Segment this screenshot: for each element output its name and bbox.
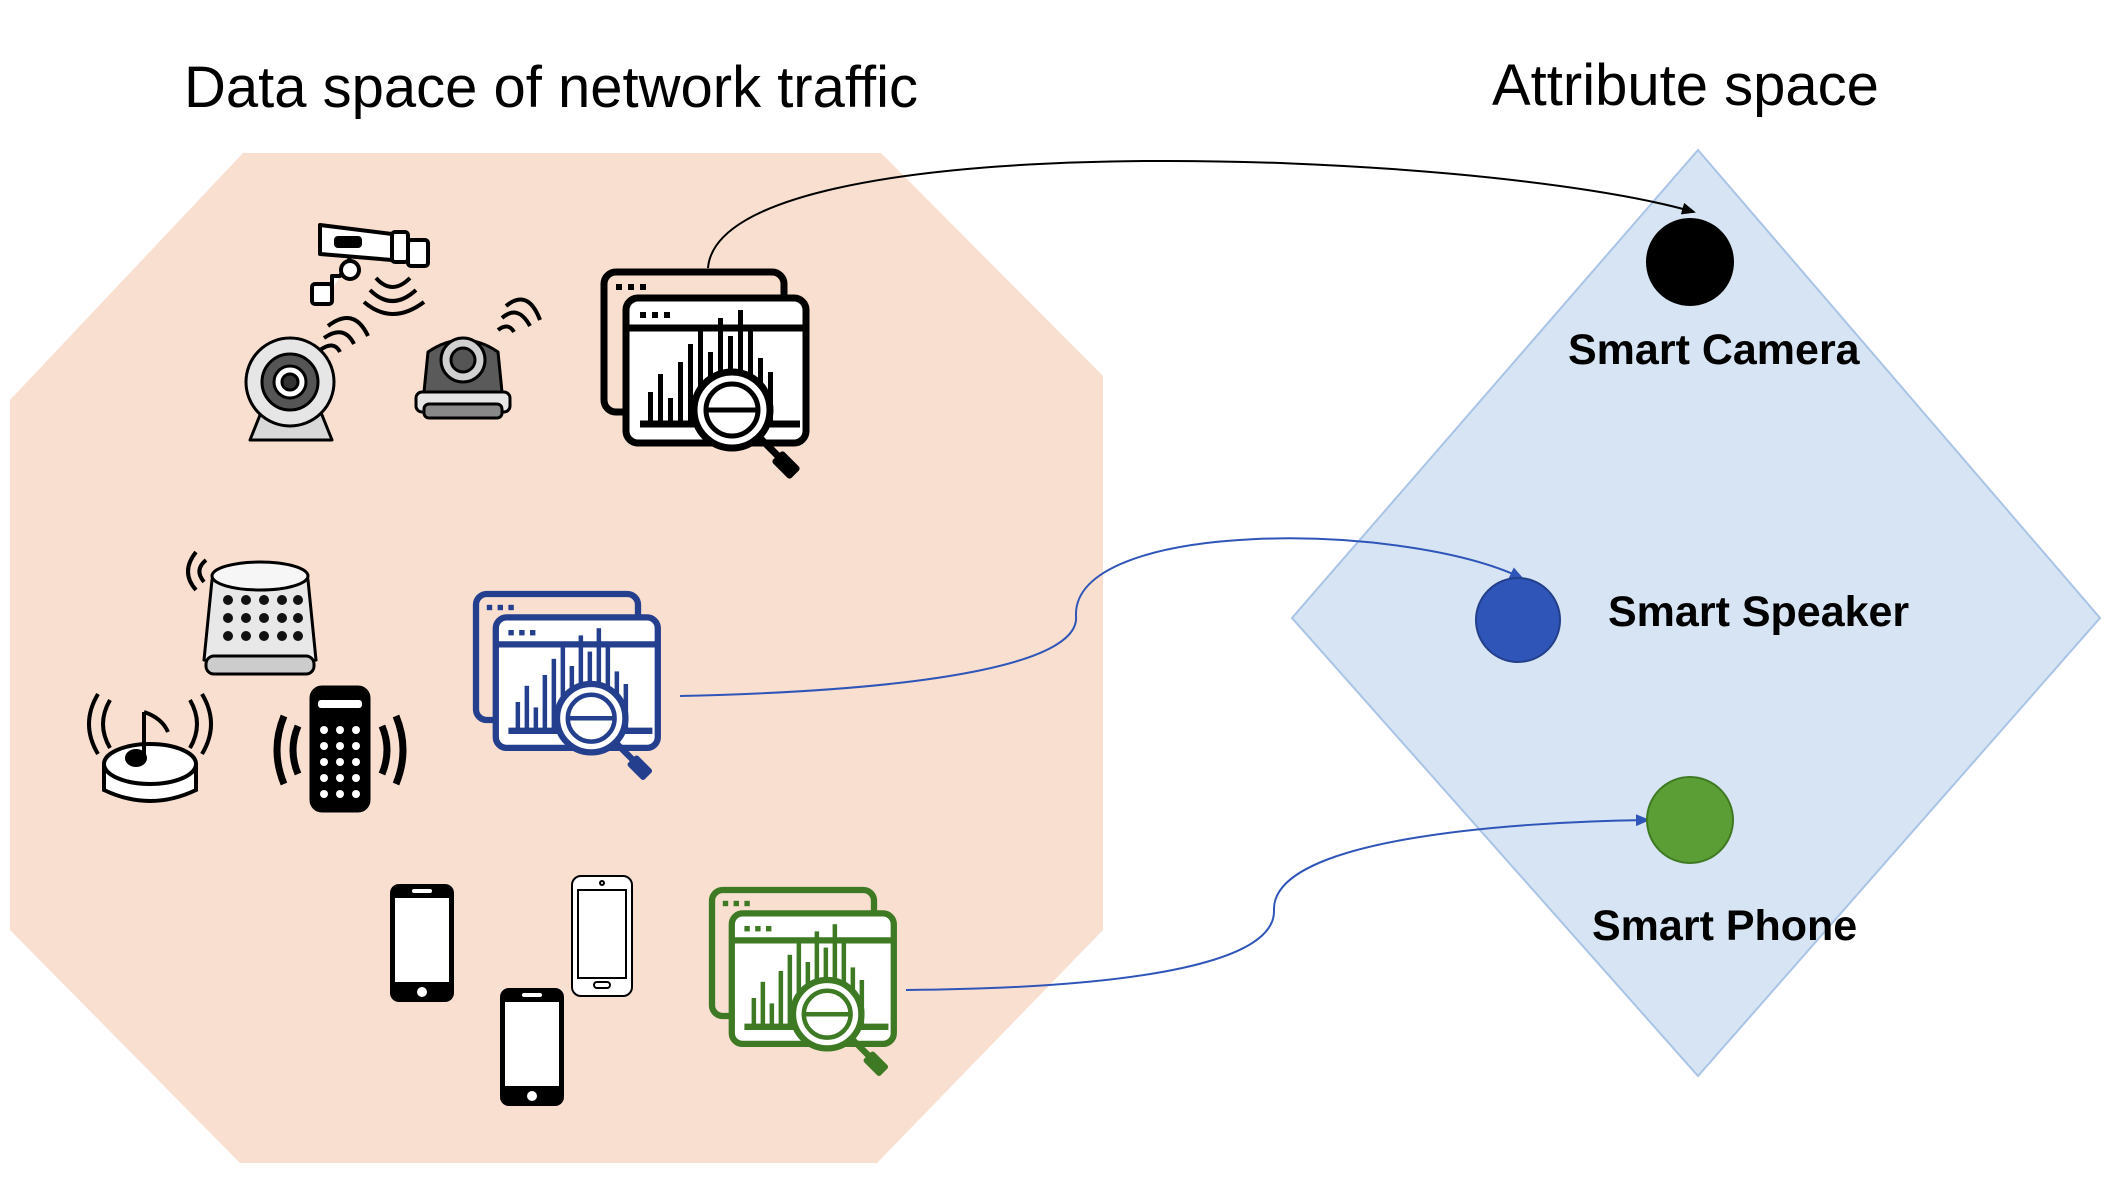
echo-dot-icon <box>87 692 213 803</box>
phone-mapping-arrow <box>905 814 1650 991</box>
traffic-analysis-icon-speaker <box>472 590 661 780</box>
smartphone-white-icon <box>500 988 564 1106</box>
attribute-space-region <box>1290 148 2102 1078</box>
smart-phone-label: Smart Phone <box>1592 902 1858 950</box>
camera-mapping-arrow <box>707 159 1696 269</box>
cylinder-speaker-icon <box>273 685 407 813</box>
security-camera-icon <box>310 223 430 316</box>
smart-speaker-label: Smart Speaker <box>1608 588 1910 636</box>
attribute-space-title: Attribute space <box>1492 53 1879 118</box>
smartphone-outline-icon <box>571 875 633 997</box>
smartphone-icon <box>390 884 454 1002</box>
ptz-camera-icon <box>414 297 542 420</box>
traffic-analysis-icon-phone <box>708 886 897 1076</box>
smart-speaker-node <box>1475 577 1561 663</box>
smart-camera-node <box>1646 218 1734 306</box>
data-space-title: Data space of network traffic <box>184 55 918 120</box>
dome-camera-icon <box>244 316 370 442</box>
smart-speaker-icon <box>186 550 318 676</box>
smart-phone-node <box>1646 776 1734 864</box>
smart-camera-label: Smart Camera <box>1568 326 1860 374</box>
speaker-mapping-arrow <box>679 537 1524 697</box>
traffic-analysis-icon-camera <box>600 268 810 479</box>
